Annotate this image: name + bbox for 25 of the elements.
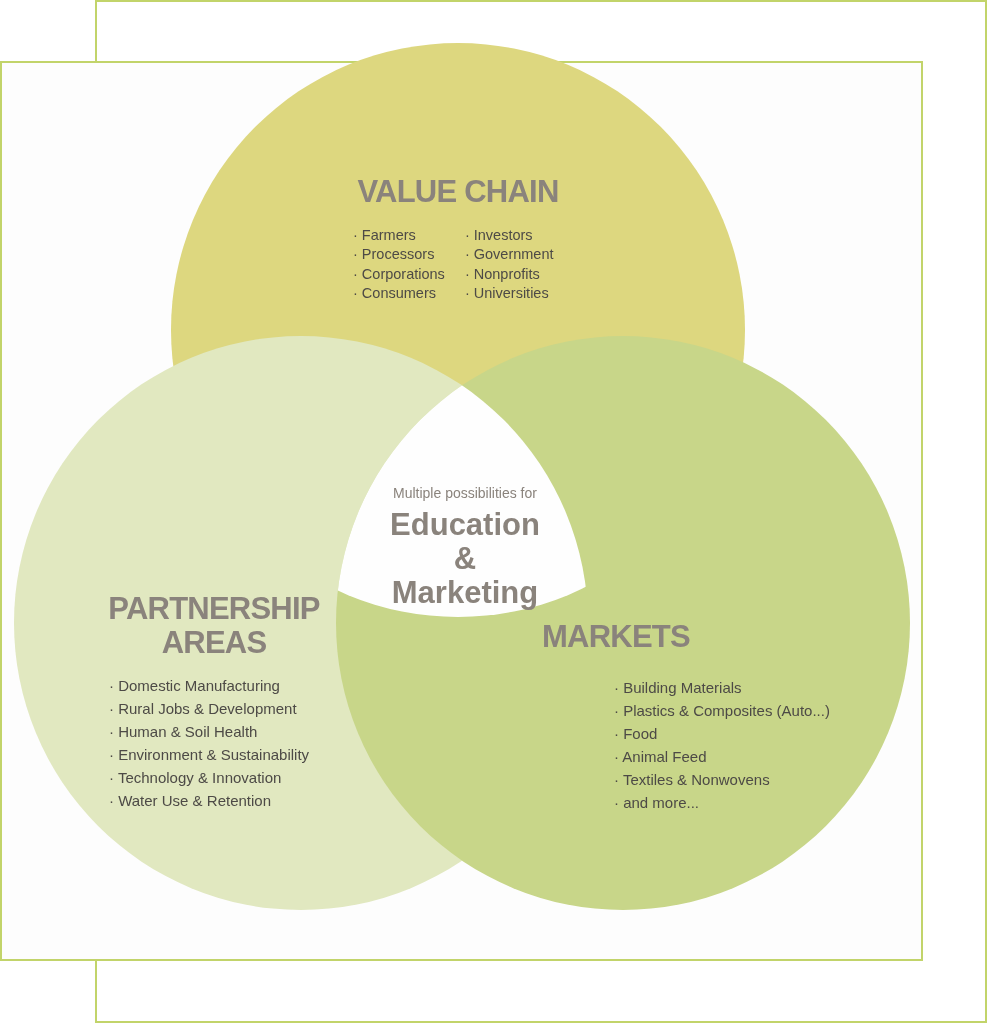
list-item: · Environment & Sustainability: [109, 745, 310, 765]
list-item: · Plastics & Composites (Auto...): [614, 701, 830, 721]
list-item: · Animal Feed: [614, 747, 708, 767]
circle-heading: PARTNERSHIP AREAS: [107, 592, 321, 660]
list-item: · Food: [614, 724, 659, 744]
circle-heading: MARKETS: [541, 620, 691, 654]
list-item: · Corporations: [353, 264, 445, 284]
list-item: · Farmers: [353, 226, 417, 245]
list-item: · Government: [464, 245, 554, 265]
circle-heading: VALUE CHAIN: [356, 175, 560, 209]
list-item: · Domestic Manufacturing: [109, 676, 281, 696]
list-item: · Consumers: [353, 283, 437, 303]
list-item: · Textiles & Nonwovens: [614, 770, 771, 790]
list-item: · Nonprofits: [464, 264, 541, 284]
list-item: · Building Materials: [614, 678, 743, 698]
list-item: · Universities: [464, 283, 550, 303]
list-item: · Rural Jobs & Development: [109, 699, 298, 719]
center-subtitle: Multiple possibilities for: [393, 484, 537, 503]
list-item: · Human & Soil Health: [109, 722, 259, 742]
list-item: · Processors: [353, 245, 436, 265]
list-item: · and more...: [614, 793, 701, 813]
list-item: · Investors: [464, 226, 534, 245]
list-item: · Technology & Innovation: [109, 768, 283, 788]
center-title: Education & Marketing: [389, 508, 541, 610]
list-item: · Water Use & Retention: [109, 791, 272, 811]
